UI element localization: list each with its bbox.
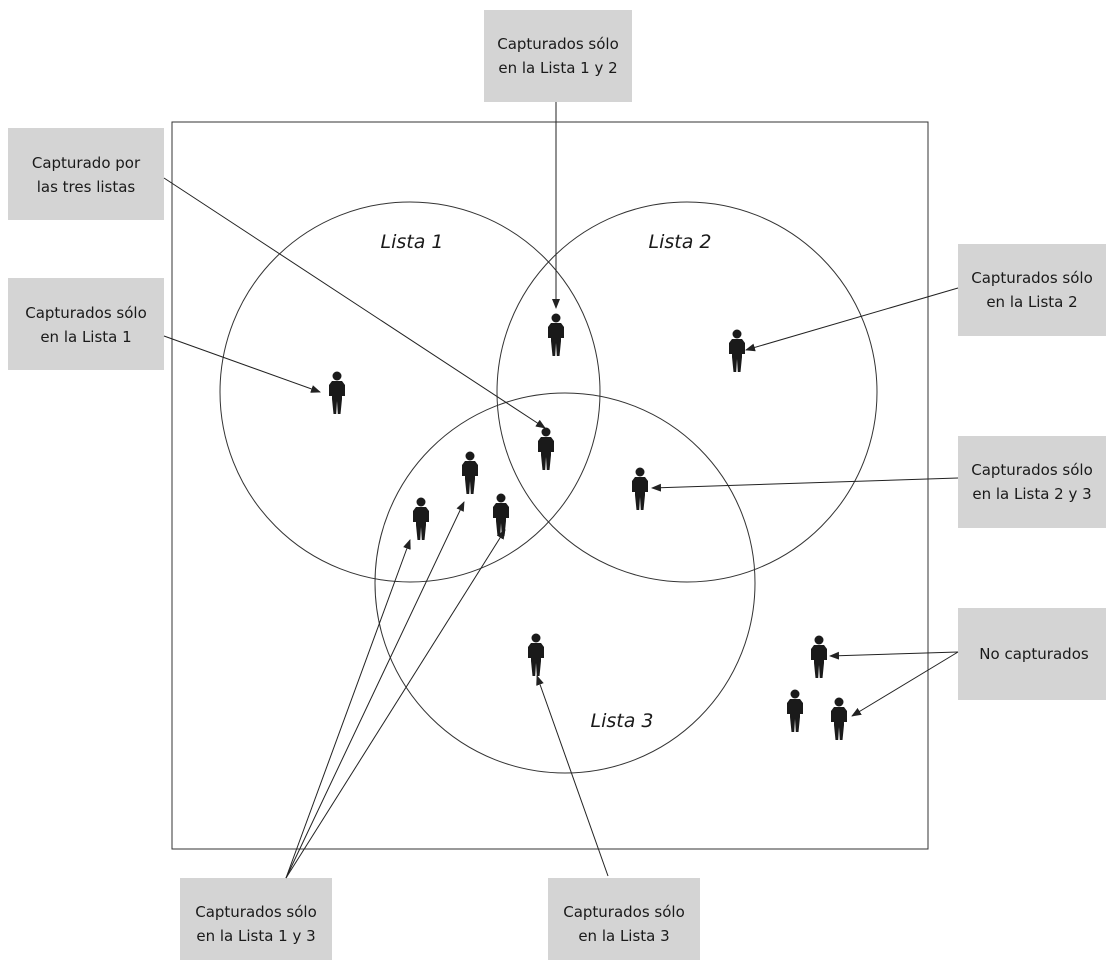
label-only-3-line-1: Capturados sólo [563,903,685,921]
lista-1-circle [219,201,601,583]
person-icon-only-2-3 [632,467,648,510]
lista-2-title: Lista 2 [649,231,712,253]
label-only-2: Capturados sólo en la Lista 2 [958,244,1106,336]
leader-only-1-3-b [285,501,465,879]
lista-2-circle [496,201,878,583]
label-all-three-line-1: Capturado por [32,154,141,172]
label-only-2-3-line-1: Capturados sólo [971,461,1093,479]
leader-all-three [163,177,546,429]
person-icon-only-1-2 [548,313,564,356]
population-frame [171,121,929,850]
person-icon-only-1 [329,371,345,414]
person-icon-not-captured-a [811,635,827,678]
person-icon-only-3 [528,633,544,676]
person-icon-only-1-3-a [462,451,478,494]
lista-3-circle [374,392,756,774]
label-only-1-line-2: en la Lista 1 [40,328,131,346]
leader-only-2-3 [651,477,959,492]
label-only-1-line-1: Capturados sólo [25,304,147,322]
leader-only-1 [163,335,321,393]
person-icon-not-captured-b [787,689,803,732]
leader-only-3 [536,675,609,877]
label-only-1-3-line-1: Capturados sólo [195,903,317,921]
leader-only-1-3-a [285,539,411,879]
label-only-2-3-line-2: en la Lista 2 y 3 [972,485,1091,503]
label-only-1-3-line-2: en la Lista 1 y 3 [196,927,315,945]
label-only-2-line-1: Capturados sólo [971,269,1093,287]
label-only-2-3: Capturados sólo en la Lista 2 y 3 [958,436,1106,528]
leader-not-captured-a [829,651,959,660]
person-icon-all-three [538,427,554,470]
person-icon-not-captured-c [831,697,847,740]
label-only-1-2: Capturados sólo en la Lista 1 y 2 [484,10,632,102]
leader-not-captured-b [851,651,959,717]
leader-only-2 [745,287,959,352]
label-only-1-2-line-1: Capturados sólo [497,35,619,53]
label-all-three: Capturado por las tres listas [8,128,164,220]
label-only-3: Capturados sólo en la Lista 3 [548,878,700,960]
lista-3-title: Lista 3 [591,710,654,732]
label-only-1: Capturados sólo en la Lista 1 [8,278,164,370]
label-only-1-2-line-2: en la Lista 1 y 2 [498,59,617,77]
person-icon-only-1-3-c [493,493,509,536]
label-only-2-line-2: en la Lista 2 [986,293,1077,311]
person-icon-only-2 [729,329,745,372]
lista-1-title: Lista 1 [381,231,444,253]
leader-only-1-3-c [285,529,506,879]
label-not-captured-line-1: No capturados [979,645,1089,663]
label-only-1-3: Capturados sólo en la Lista 1 y 3 [180,878,332,960]
label-all-three-line-2: las tres listas [37,178,136,196]
label-only-3-line-2: en la Lista 3 [578,927,669,945]
person-icon-only-1-3-b [413,497,429,540]
label-not-captured: No capturados [958,608,1106,700]
